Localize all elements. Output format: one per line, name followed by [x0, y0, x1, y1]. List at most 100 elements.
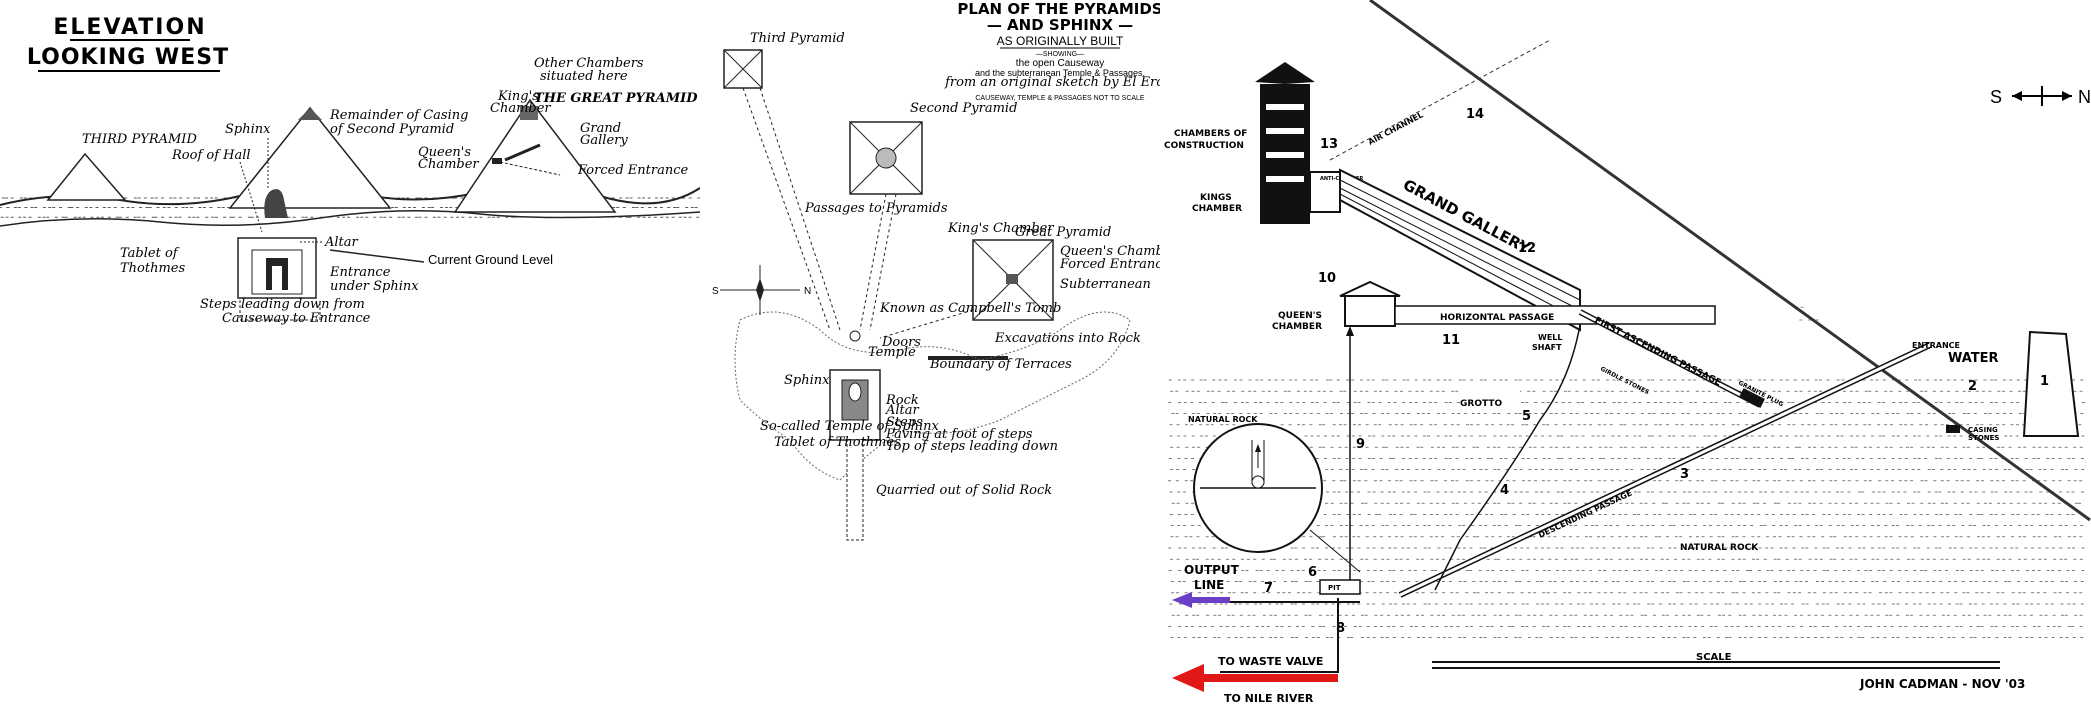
label-gallery: Gallery: [580, 133, 628, 148]
label-scale: SCALE: [1696, 652, 1732, 663]
label-steps-1: Steps leading down from: [200, 297, 365, 312]
label-well-1: WELL: [1538, 333, 1562, 342]
label-natural-rock: NATURAL ROCK: [1680, 543, 1759, 553]
label-natural-rock-box: NATURAL ROCK: [1188, 415, 1258, 424]
label-thothmes: Thothmes: [120, 261, 185, 276]
plan-label-passages: Passages to Pyramids: [804, 201, 948, 216]
number-14: 14: [1466, 107, 1484, 122]
number-3: 3: [1680, 467, 1689, 482]
number-13: 13: [1320, 137, 1338, 152]
label-kings-chamber-2: CHAMBER: [1192, 204, 1242, 214]
label-output-1: OUTPUT: [1184, 563, 1240, 577]
label-casing-2: STONES: [1968, 434, 1999, 442]
plan-label-paving: Paving at foot of steps: [885, 427, 1033, 442]
plan-desc-3: from an original sketch by El Eros.: [944, 75, 1160, 90]
label-air-channel: AIR CHANNEL: [1367, 110, 1425, 147]
label-other-chambers: Other Chambers: [534, 56, 644, 71]
sphinx-shape: [237, 189, 321, 321]
plan-label-steps: Steps: [886, 415, 923, 430]
label-girdle-stones: GIRDLE STONES: [1599, 366, 1650, 397]
natural-rock-inset: [1193, 423, 1361, 573]
label-current-ground: Current Ground Level: [428, 252, 553, 267]
third-pyramid-shape: [46, 152, 127, 201]
plan-drawing: PLAN OF THE PYRAMIDS — AND SPHINX — AS O…: [712, 0, 1160, 541]
credit: JOHN CADMAN - NOV '03: [1859, 677, 2025, 691]
elevation-title-1: ELEVATION: [53, 15, 206, 40]
label-steps-2: Causeway to Entrance: [222, 311, 371, 326]
plan-label-excavations: Excavations into Rock: [994, 331, 1141, 346]
label-kings-chamber-1: KINGS: [1200, 193, 1232, 203]
plan-second-pyramid: [849, 121, 923, 195]
plan-label-doors: Doors: [881, 335, 921, 350]
plan-label-forced: Forced Entrances: [1059, 257, 1160, 272]
elevation-panel: ELEVATION LOOKING WEST THIR: [0, 0, 700, 709]
label-grotto: GROTTO: [1460, 399, 1502, 409]
horizontal-passage: [1394, 305, 1716, 325]
plan-label-altar: Altar: [885, 403, 920, 418]
plan-label-third: Third Pyramid: [750, 31, 845, 46]
scale-bar: SCALE: [1432, 652, 2000, 669]
label-to-nile: TO NILE RIVER: [1224, 692, 1314, 705]
label-to-waste: TO WASTE VALVE: [1218, 655, 1323, 668]
pit: [1319, 579, 1361, 595]
label-chambers-construction-1: CHAMBERS OF: [1174, 129, 1247, 139]
number-8: 8: [1336, 621, 1345, 636]
plan-label-boundary: Boundary of Terraces: [929, 357, 1072, 372]
second-pyramid-casing: [298, 108, 322, 120]
plan-title-2: — AND SPHINX —: [987, 16, 1133, 34]
elevation-drawing: ELEVATION LOOKING WEST THIR: [0, 15, 700, 326]
pyramid-face-line: [1369, 0, 2091, 522]
number-10: 10: [1318, 271, 1336, 286]
section-drawing: S N CHAMBERS OF CONSTRUCTION KINGS CHAMB…: [1164, 0, 2091, 705]
plan-compass-s: S: [712, 286, 719, 297]
label-chambers-construction-2: CONSTRUCTION: [1164, 141, 1244, 151]
plan-compass: S N: [712, 265, 811, 315]
second-pyramid-shape: [228, 106, 392, 209]
grand-gallery: [1339, 168, 1581, 332]
label-well-2: SHAFT: [1532, 343, 1562, 352]
plan-sphinx-complex: [829, 330, 881, 541]
great-pyramid-chambers: [520, 106, 538, 120]
label-casing-1: CASING: [1968, 426, 1998, 434]
number-2: 2: [1968, 379, 1977, 394]
plan-compass-n: N: [804, 286, 811, 297]
plan-desc-1: the open Causeway: [1016, 58, 1104, 69]
number-11: 11: [1442, 333, 1460, 348]
elevation-title-2: LOOKING WEST: [27, 45, 229, 70]
plan-label-tablet: Tablet of Thothmes: [774, 435, 901, 450]
plan-title-3: AS ORIGINALLY BUILT: [997, 34, 1124, 48]
label-of-second-pyramid: of Second Pyramid: [330, 122, 454, 137]
number-5: 5: [1522, 409, 1531, 424]
number-6: 6: [1308, 565, 1317, 580]
label-output-2: LINE: [1194, 578, 1224, 592]
plan-label-sphinx: Sphinx: [784, 373, 830, 388]
plan-label-great: Great Pyramid: [1015, 225, 1111, 240]
plan-label-top-steps: Top of steps leading down: [886, 439, 1058, 454]
plan-label-kings-chamber: King's Chamber: [947, 221, 1054, 236]
section-number-labels: 1 2 3 4 5 6 7 8 9 10 11 12 13 14: [1264, 107, 2049, 636]
label-entrance: ENTRANCE: [1912, 341, 1960, 350]
grotto: [1460, 390, 1520, 412]
casing-block: [2022, 330, 2080, 437]
label-situated-here: situated here: [540, 69, 628, 84]
chambers-of-construction: [1255, 62, 1341, 224]
label-queens-chamber: Chamber: [418, 157, 479, 172]
plan-label-rock: Rock: [885, 393, 919, 408]
label-kings-chamber: Chamber: [490, 101, 551, 116]
number-1: 1: [2040, 374, 2049, 389]
plan-great-pyramid: [972, 239, 1054, 321]
queens-chamber: [1339, 280, 1401, 327]
label-grand: Grand: [580, 121, 621, 136]
label-under-sphinx: under Sphinx: [330, 279, 419, 294]
plan-note: CAUSEWAY, TEMPLE & PASSAGES NOT TO SCALE: [975, 95, 1145, 102]
section-panel: S N CHAMBERS OF CONSTRUCTION KINGS CHAMB…: [1160, 0, 2091, 709]
waste-arrow-head: [1172, 664, 1204, 692]
plan-label-subterranean: Subterranean: [1060, 277, 1151, 292]
plan-showing: —SHOWING—: [1036, 51, 1084, 58]
label-queens-1: QUEEN'S: [1278, 311, 1322, 321]
plan-title-1: PLAN OF THE PYRAMIDS: [957, 0, 1160, 18]
label-entrance: Entrance: [329, 265, 391, 280]
plan-label-quarried: Quarried out of Solid Rock: [876, 483, 1052, 498]
label-great-pyramid: THE GREAT PYRAMID: [534, 91, 698, 106]
plan-label-campbell: Known as Campbell's Tomb: [879, 301, 1061, 316]
